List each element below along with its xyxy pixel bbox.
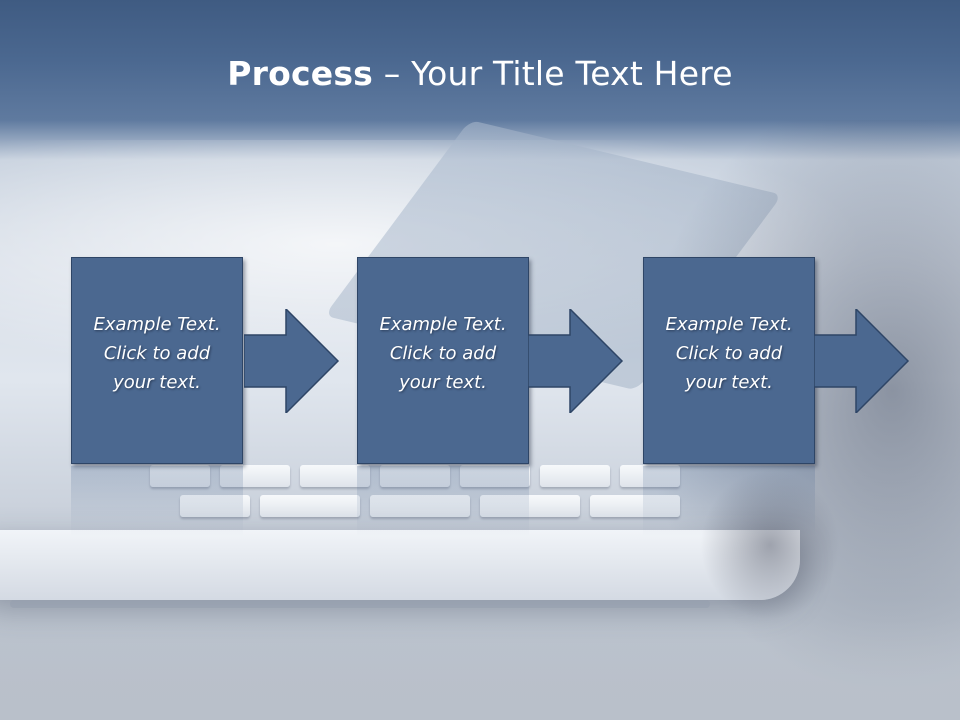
step-1-reflection xyxy=(71,466,243,536)
step-2-reflection xyxy=(357,466,529,536)
process-step-1[interactable]: Example Text. Click to add your text. xyxy=(71,257,243,464)
right-arrow-icon xyxy=(244,309,340,413)
step-2-text[interactable]: Example Text. Click to add your text. xyxy=(379,314,507,393)
right-arrow-icon xyxy=(528,309,624,413)
right-arrow-icon xyxy=(814,309,910,413)
step-3-reflection xyxy=(643,466,815,536)
process-step-3[interactable]: Example Text. Click to add your text. xyxy=(643,257,815,464)
process-step-2[interactable]: Example Text. Click to add your text. xyxy=(357,257,529,464)
slide-title[interactable]: Process – Your Title Text Here xyxy=(0,54,960,93)
step-3-text[interactable]: Example Text. Click to add your text. xyxy=(665,314,793,393)
title-bar: Process – Your Title Text Here xyxy=(0,0,960,140)
step-1-text[interactable]: Example Text. Click to add your text. xyxy=(93,314,221,393)
title-bold: Process xyxy=(227,54,374,93)
title-rest: – Your Title Text Here xyxy=(373,54,733,93)
